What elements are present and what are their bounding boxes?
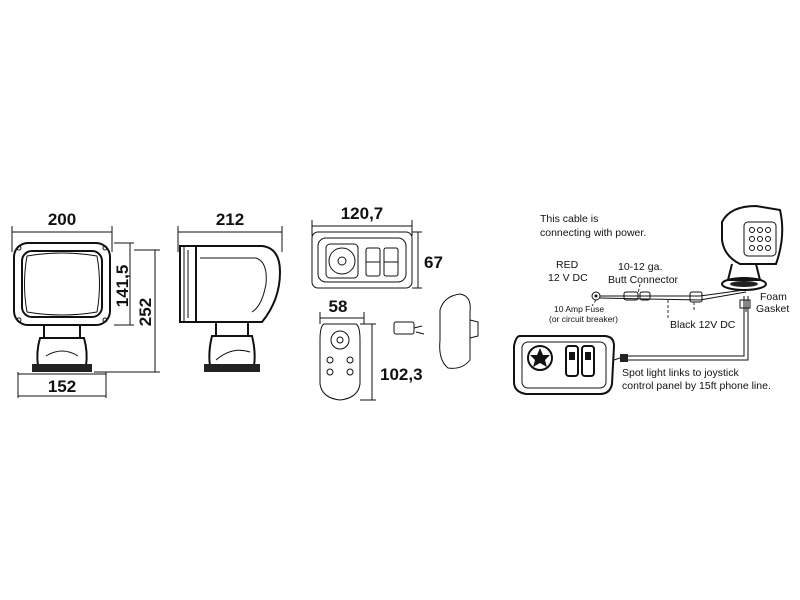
foam-gasket-line2: Gasket xyxy=(756,303,789,315)
wiring-diagram: This cable is connecting with power. Foa… xyxy=(513,204,789,395)
remote-control-dimensioned: 58 102,3 xyxy=(319,293,479,401)
power-note-line1: This cable is xyxy=(540,213,598,225)
phone-line-note-line2: control panel by 15ft phone line. xyxy=(622,380,771,392)
fuse-line2: (or circuit breaker) xyxy=(549,314,618,324)
butt-connector-line1: 10-12 ga. xyxy=(618,261,662,273)
dim-panel-height: 67 xyxy=(424,253,443,272)
front-view-lamp: 200 141,5 252 152 xyxy=(11,210,160,398)
phone-line-note-line1: Spot light links to joystick xyxy=(622,367,739,379)
dim-front-total-height: 252 xyxy=(136,298,155,326)
foam-gasket-line1: Foam xyxy=(760,291,787,303)
dim-front-lamp-height: 141,5 xyxy=(113,265,132,308)
dim-remote-width: 58 xyxy=(329,297,348,316)
red-wire-line1: RED xyxy=(556,259,579,271)
dim-panel-width: 120,7 xyxy=(341,204,384,223)
dim-side-width: 212 xyxy=(216,210,244,229)
power-note-line2: connecting with power. xyxy=(540,227,646,239)
dim-front-base: 152 xyxy=(48,377,76,396)
fuse-line1: 10 Amp Fuse xyxy=(554,304,604,314)
dim-front-width: 200 xyxy=(48,210,76,229)
butt-connector-line2: Butt Connector xyxy=(608,274,679,286)
side-view-lamp: 212 xyxy=(177,210,283,372)
red-wire-line2: 12 V DC xyxy=(548,272,588,284)
control-panel-dimensioned: 120,7 67 xyxy=(311,204,443,289)
black-wire-label: Black 12V DC xyxy=(670,319,736,331)
dim-remote-height: 102,3 xyxy=(380,365,423,384)
